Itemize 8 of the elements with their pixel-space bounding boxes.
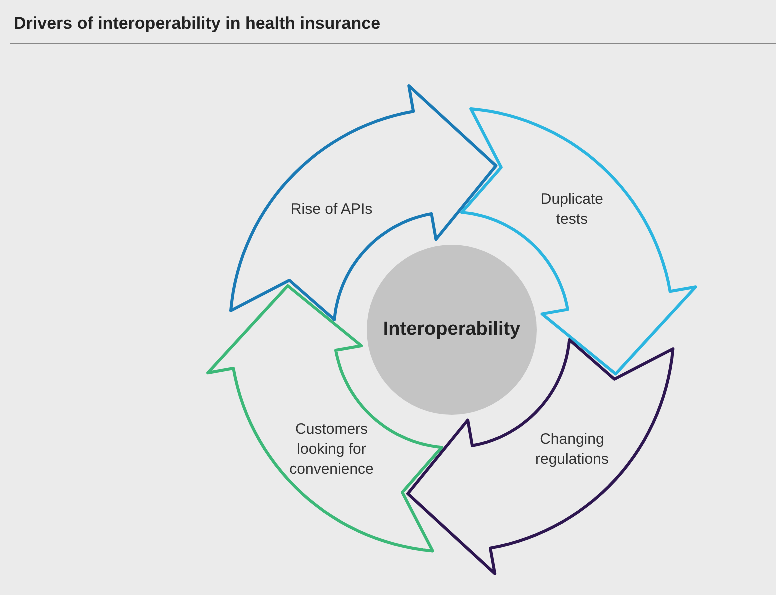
arrow-label: Customers looking for convenience — [288, 420, 375, 480]
title: Drivers of interoperability in health insurance — [14, 14, 381, 34]
cycle-arrow — [228, 84, 498, 322]
arrow-label: Duplicate tests — [540, 190, 604, 230]
arrow-label: Rise of APIs — [290, 200, 374, 220]
cycle-arrow — [406, 338, 676, 576]
arrow-label: Changing regulations — [534, 430, 610, 470]
center-label: Interoperability — [383, 319, 521, 341]
